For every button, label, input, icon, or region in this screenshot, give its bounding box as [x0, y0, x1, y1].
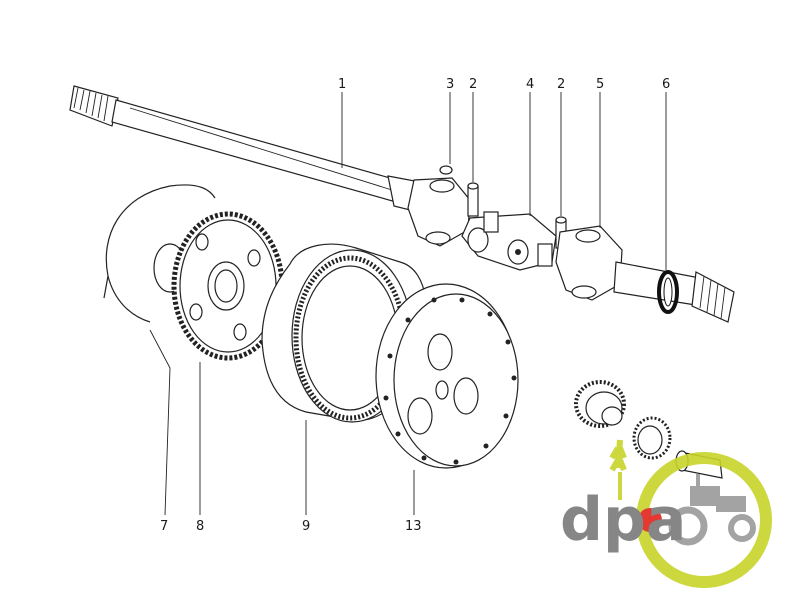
- hub-flange: [375, 283, 519, 469]
- label-pin-lower: 2: [557, 77, 565, 92]
- leader-lines: [149, 92, 667, 516]
- drive-shaft: [69, 85, 427, 215]
- logo-text: dpa: [560, 485, 686, 555]
- yoke-part: [555, 225, 623, 301]
- tractor-icon: [668, 474, 756, 546]
- pin-upper: [467, 185, 479, 217]
- label-circlip: 3: [446, 77, 454, 92]
- dpa-logo: dpa: [560, 439, 772, 588]
- logo-red-dot: [638, 508, 662, 532]
- label-yoke: 5: [596, 77, 604, 92]
- label-ring-gear: 9: [302, 519, 310, 534]
- label-hub-flange: 13: [405, 519, 422, 534]
- circlip-part: [439, 165, 453, 175]
- seal-ring: [657, 270, 679, 314]
- label-seal: 6: [662, 77, 670, 92]
- planet-gear-set: [574, 380, 723, 479]
- universal-joint: [407, 165, 735, 323]
- snap-ring-part: [105, 185, 171, 323]
- label-shaft: 1: [338, 77, 346, 92]
- label-sun-gear-carrier: 8: [196, 519, 204, 534]
- label-cross: 4: [526, 77, 534, 92]
- label-snap-ring: 7: [160, 519, 168, 534]
- label-pin-upper: 2: [469, 77, 477, 92]
- sun-gear-carrier: [153, 211, 285, 361]
